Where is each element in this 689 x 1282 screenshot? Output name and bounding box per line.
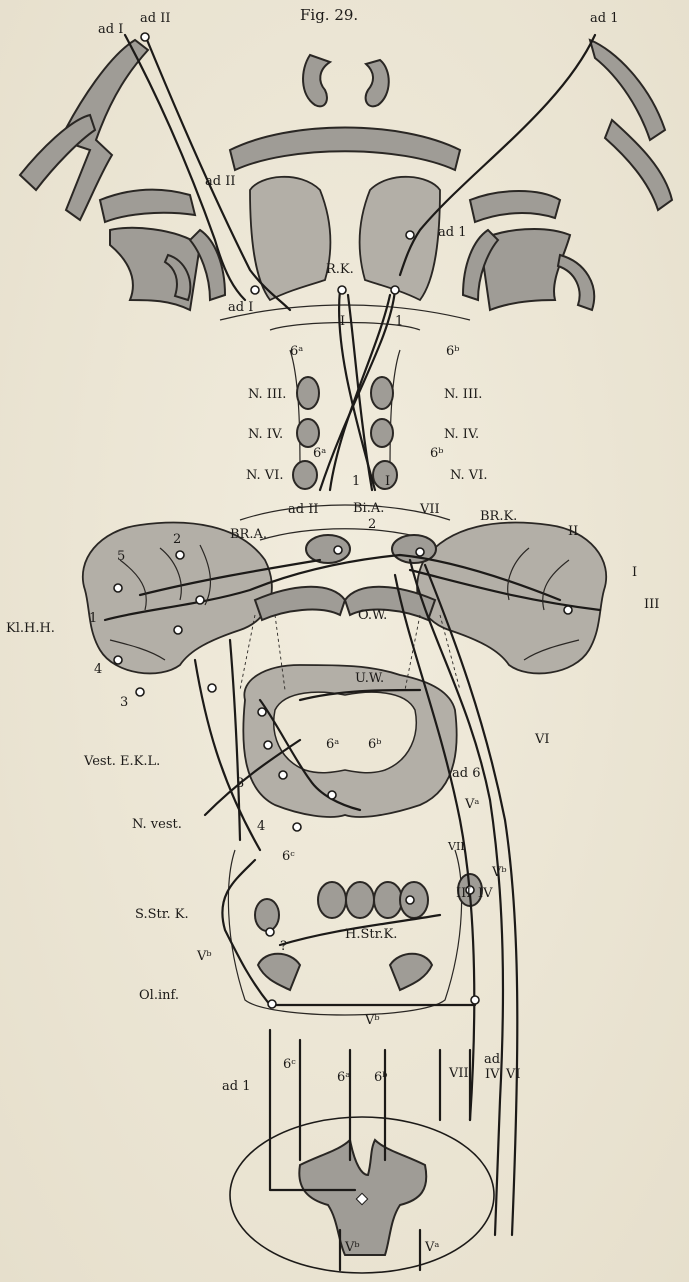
nucleus-n3-right [371,377,393,409]
label-sstrk: S.Str. K. [135,907,189,922]
label-c3: 3 [120,695,128,710]
nucleus-n4-left [297,419,319,447]
label-vii-top: VII [419,502,440,517]
label-6c-uw: 6ᶜ [282,849,295,864]
label-ad-ii-low: ad II [288,502,318,517]
label-6b-uw: 6ᵇ [368,737,381,752]
label-c1: 1 [89,611,97,626]
label-ad-ii-mid: ad II [205,174,235,189]
label-ol-inf: Ol.inf. [139,988,179,1003]
label-ad-ii-top: ad II [140,11,170,26]
label-ow: O.W. [358,608,387,623]
label-rk: R.K. [326,262,354,277]
label-6a-uw: 6ᵃ [326,737,339,752]
label-6c-low: 6ᶜ [283,1057,296,1072]
label-cIII: III [644,597,659,612]
label-ad-1-mid: ad 1 [438,225,466,240]
cortex-left [20,40,200,310]
label-6a-mid: 6ᵃ [313,446,326,461]
label-cross-1: 1 [352,474,360,489]
label-n3-right: N. III. [444,387,482,402]
label-ad-1-top: ad 1 [590,11,618,26]
label-cross-I: I [385,474,390,489]
thalamus-region [190,177,498,320]
label-hstrk: H.Str.K. [345,927,397,942]
label-iv-low: IV [485,1067,500,1082]
medulla-upper [240,615,460,817]
nucleus-n3-left [297,377,319,409]
label-6b-mid: 6ᵇ [430,446,443,461]
label-va-cord: Vᵃ [424,1240,439,1255]
label-question: ? [280,939,287,954]
label-vest-ekl: Vest. E.K.L. [83,754,160,769]
label-uw: U.W. [355,671,384,686]
nucleus-n4-right [371,419,393,447]
cortex-right [470,40,672,310]
label-cII: II [568,524,578,539]
label-ad6: ad 6 [452,766,480,781]
label-ad1-low: ad 1 [222,1079,250,1094]
label-vi-right: VI [534,732,550,747]
label-vb-mid: Vᵇ [491,865,507,880]
label-cI: I [632,565,637,580]
label-n4-left: N. IV. [248,427,283,442]
nucleus-sstrk [255,899,279,931]
label-vi-low: VI [505,1067,521,1082]
label-iii-mid: III [456,886,471,901]
label-c5: 5 [117,549,125,564]
label-vb-left: Vᵇ [196,949,212,964]
label-ad-i-mid: ad I [228,300,253,315]
label-6a-top: 6ᵃ [290,344,303,359]
label-iv-mid: IV [478,886,493,901]
label-klhh: Kl.H.H. [6,621,55,636]
label-6b-low: 6ᵇ [374,1070,387,1085]
label-bia: Bi.A. [353,501,384,516]
label-n6-left: N. VI. [246,468,283,483]
label-n3-left: N. III. [248,387,286,402]
label-6a-low: 6ᵃ [337,1070,350,1085]
label-c3-low: 3 [236,776,244,791]
label-n4-right: N. IV. [444,427,479,442]
figure-title: Fig. 29. [300,6,358,24]
label-c2: 2 [173,532,181,547]
label-rk-1: 1 [395,314,403,329]
label-brk: BR.K. [480,509,517,524]
label-vb-bottom: Vᵇ [364,1013,380,1028]
label-vii-uw: VII [447,840,465,853]
label-rk-I: I [340,314,345,329]
label-c4-low: 4 [257,819,265,834]
label-bia-2: 2 [368,517,376,532]
label-vii-low: VII [448,1066,469,1081]
label-va-mid: Vᵃ [464,797,479,812]
label-n6-right: N. VI. [450,468,487,483]
nucleus-n6-left [293,461,317,489]
label-c4: 4 [94,662,102,677]
label-n-vest: N. vest. [132,817,182,832]
label-ad-i-top: ad I [98,22,123,37]
top-center-folds [230,55,460,170]
label-ad-low: ad [484,1052,500,1067]
label-bra: BR.A. [230,527,267,542]
label-vb-cord: Vᵇ [344,1240,360,1255]
label-6b-top: 6ᵇ [446,344,459,359]
